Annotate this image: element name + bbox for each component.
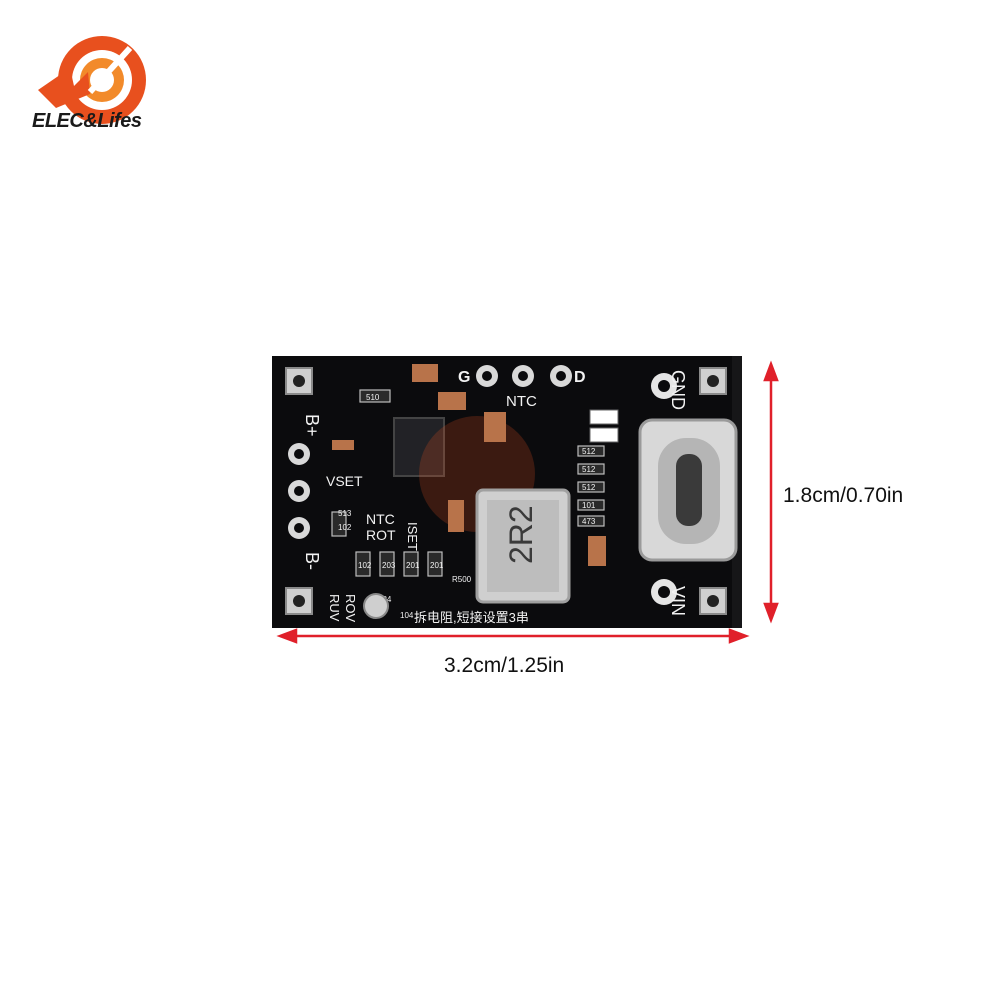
label-r510: 510	[366, 393, 380, 402]
label-r201b: 201	[430, 561, 444, 570]
label-d: D	[574, 369, 586, 386]
label-b-minus: B-	[302, 552, 322, 570]
label-g: G	[458, 369, 470, 386]
label-r513: 513	[338, 509, 352, 518]
label-ntc: NTC	[366, 511, 395, 527]
label-r102b: 102	[358, 561, 372, 570]
label-ruv: RUV	[327, 594, 342, 622]
label-ntc-top: NTC	[506, 393, 537, 410]
label-gnd: GND	[668, 370, 688, 410]
label-r104: 104	[400, 611, 414, 620]
label-r512c: 512	[582, 483, 596, 492]
label-rov: ROV	[343, 594, 358, 623]
label-r102a: 102	[338, 523, 352, 532]
pcb-board: G D NTC B+ B- GND VIN VSET NTC ROT RUV R…	[272, 356, 742, 628]
label-r500: R500	[452, 575, 472, 584]
brand-logo-icon	[38, 36, 146, 124]
brand-name: ELEC&Lifes	[32, 110, 142, 132]
label-vset: VSET	[326, 473, 363, 489]
label-vin: VIN	[668, 586, 688, 616]
width-dimension-label: 3.2cm/1.25in	[444, 654, 565, 677]
label-r203: 203	[382, 561, 396, 570]
label-b-plus: B+	[302, 414, 322, 437]
label-r512b: 512	[582, 465, 596, 474]
label-r473: 473	[582, 517, 596, 526]
label-r512a: 512	[582, 447, 596, 456]
label-inductor: 2R2	[503, 505, 539, 564]
label-r101: 101	[582, 501, 596, 510]
label-r201: 201	[406, 561, 420, 570]
label-rot: ROT	[366, 527, 396, 543]
height-dimension-label: 1.8cm/0.70in	[783, 484, 904, 507]
label-iset: ISET	[405, 522, 420, 551]
label-chinese-note: 拆电阻,短接设置3串	[414, 610, 529, 625]
